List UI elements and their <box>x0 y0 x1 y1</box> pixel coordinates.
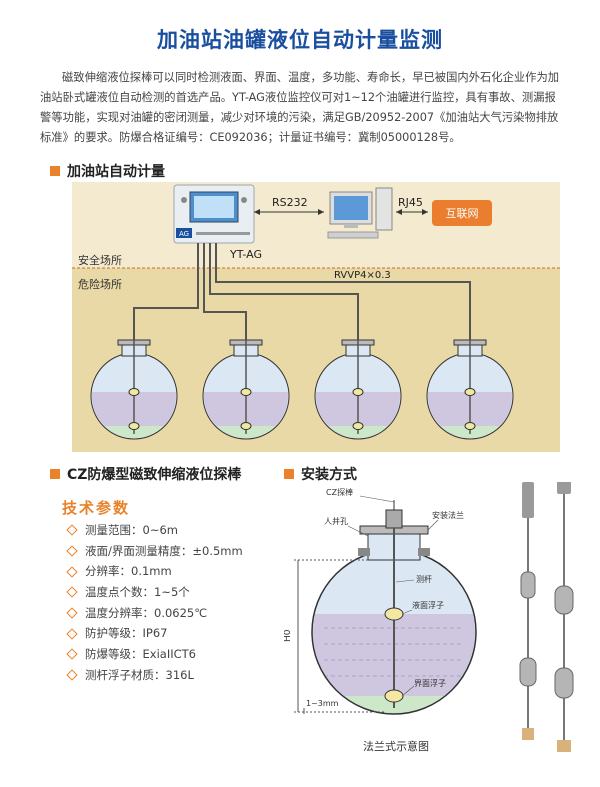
square-bullet-icon <box>50 469 60 479</box>
cable-spec-label: RVVP4×0.3 <box>334 270 391 281</box>
diamond-bullet-icon <box>66 669 78 681</box>
list-item: 温度分辨率：0.0625℃ <box>66 603 286 624</box>
list-item: 液面/界面测量精度：±0.5mm <box>66 541 286 562</box>
internet-label: 互联网 <box>446 207 479 220</box>
safe-zone-label: 安全场所 <box>78 253 122 267</box>
rj45-label: RJ45 <box>398 196 423 209</box>
params-list: 测量范围：0~6m 液面/界面测量精度：±0.5mm 分辨率：0.1mm 温度点… <box>66 520 286 686</box>
manhole-label: 人井孔 <box>324 516 348 526</box>
install-diagram: H0 1~3mm CZ探棒 安装法兰 人井孔 测杆 液面浮子 界面浮子 <box>284 482 574 752</box>
section-title: 加油站自动计量 <box>67 164 165 180</box>
list-item: 分辨率：0.1mm <box>66 561 286 582</box>
tank <box>202 332 290 440</box>
list-item: 防爆等级：ExiaIICT6 <box>66 644 286 665</box>
square-bullet-icon <box>50 166 60 176</box>
cables <box>133 243 471 342</box>
level-float-label: 液面浮子 <box>412 600 444 610</box>
diamond-bullet-icon <box>66 628 78 640</box>
interface-float-label: 界面浮子 <box>414 678 446 688</box>
list-item: 防护等级：IP67 <box>66 623 286 644</box>
diamond-bullet-icon <box>66 607 78 619</box>
list-item: 温度点个数：1~5个 <box>66 582 286 603</box>
list-item: 测杆浮子材质：316L <box>66 665 286 686</box>
params-title: 技术参数 <box>62 499 131 517</box>
section-title: CZ防爆型磁致伸缩液位探棒 <box>67 467 242 483</box>
rod-label: 测杆 <box>416 574 432 584</box>
device-model-label: YT-AG <box>229 248 262 261</box>
yt-ag-monitor: AG <box>173 184 255 244</box>
section-auto-metering: 加油站自动计量 <box>50 161 165 181</box>
diamond-bullet-icon <box>66 566 78 578</box>
gap-label: 1~3mm <box>306 699 339 708</box>
probe-photo-right <box>554 482 574 752</box>
rs232-label: RS232 <box>272 196 308 209</box>
list-item: 测量范围：0~6m <box>66 520 286 541</box>
diamond-bullet-icon <box>66 545 78 557</box>
install-caption: 法兰式示意图 <box>363 740 429 753</box>
diamond-bullet-icon <box>66 524 78 537</box>
h0-label: H0 <box>284 629 293 642</box>
intro-paragraph: 磁致伸缩液位探棒可以同时检测液面、界面、温度，多功能、寿命长，早已被国内外石化企… <box>40 71 560 144</box>
diamond-bullet-icon <box>66 648 78 661</box>
internet-box <box>432 200 492 226</box>
square-bullet-icon <box>284 469 294 479</box>
section-probe: CZ防爆型磁致伸缩液位探棒 <box>50 464 241 484</box>
probe-photo-left <box>519 482 537 740</box>
section-title: 安装方式 <box>301 467 357 483</box>
hazard-zone-label: 危险场所 <box>78 277 122 291</box>
system-diagram: 安全场所 危险场所 AG YT-AG RS232 RJ45 互联网 RVVP4×… <box>72 182 560 452</box>
diamond-bullet-icon <box>66 586 78 599</box>
section-install: 安装方式 <box>284 464 357 484</box>
flange-label: 安装法兰 <box>432 510 464 520</box>
brand-logo: AG <box>179 230 189 238</box>
probe-label: CZ探棒 <box>326 487 353 497</box>
computer-icon <box>327 187 393 239</box>
page-title: 加油站油罐液位自动计量监测 <box>157 28 443 52</box>
